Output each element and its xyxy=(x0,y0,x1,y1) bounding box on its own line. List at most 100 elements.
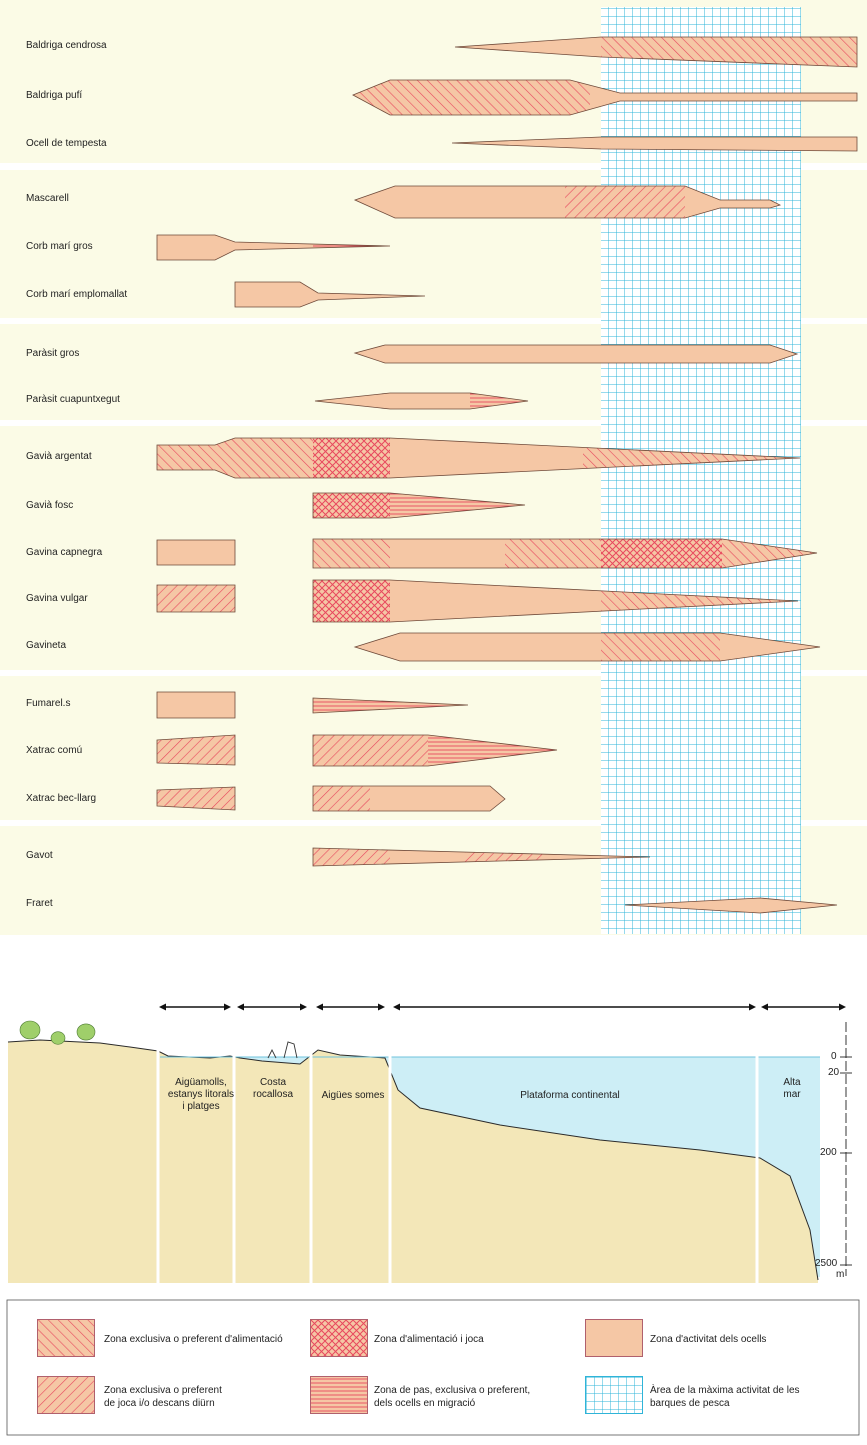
hatched-segments xyxy=(353,80,590,115)
species-label: Fraret xyxy=(26,898,53,909)
zone-outline xyxy=(314,392,529,410)
hatched-segments xyxy=(157,787,235,810)
zone-outline xyxy=(156,437,801,479)
legend-swatch-feeding xyxy=(37,1319,95,1357)
swatch-fill xyxy=(311,1320,367,1356)
zone-outline xyxy=(353,344,799,364)
range-mascarell xyxy=(353,185,782,219)
hatched-segment xyxy=(313,580,390,622)
species-label: Paràsit cuapuntxegut xyxy=(26,394,120,405)
legend-text-feeding: Zona exclusiva o preferent d'alimentació xyxy=(104,1334,283,1345)
zone-outline xyxy=(451,136,858,152)
zone-outline xyxy=(234,281,426,308)
zone-outline xyxy=(312,785,506,812)
zone-label-alta-mar: Alta mar xyxy=(770,1077,814,1101)
activity-zone xyxy=(625,898,837,913)
zone-separator xyxy=(232,1000,236,1285)
species-label: Gavià argentat xyxy=(26,451,92,462)
zone-range-arrow xyxy=(316,1003,385,1011)
arrow-head xyxy=(393,1003,400,1011)
hatched-segment xyxy=(601,539,722,568)
activity-zone xyxy=(157,235,390,260)
hatched-segment xyxy=(313,786,370,811)
range-baldriga-pufi xyxy=(352,79,858,116)
hatched-segment xyxy=(313,848,390,866)
hatched-segments xyxy=(157,585,235,612)
swatch-fill xyxy=(586,1377,642,1413)
legend-swatch-feeding-rest xyxy=(310,1319,368,1357)
activity-zone xyxy=(313,580,798,622)
swatch-fill xyxy=(38,1377,94,1413)
depth-tick-0: 0 xyxy=(831,1051,837,1062)
legend-text-line: dels ocells en migració xyxy=(374,1398,476,1409)
species-label: Gavina capnegra xyxy=(26,547,103,558)
zone-outline xyxy=(156,234,391,261)
species-label: Mascarell xyxy=(26,193,69,204)
range-fraret xyxy=(624,897,838,914)
arrow-head xyxy=(300,1003,307,1011)
zone-label-aigues-somes: Aigües somes xyxy=(321,1090,385,1101)
legend-text-feeding-rest: Zona d'alimentació i joca xyxy=(374,1334,484,1345)
zone-separator xyxy=(388,1000,392,1285)
zone-outline xyxy=(454,36,858,68)
range-xatrac-comu-coast xyxy=(156,734,236,766)
zone-outline xyxy=(312,538,818,569)
hatched-segments xyxy=(601,633,720,661)
zone-outline xyxy=(624,897,838,914)
species-label: Corb marí gros xyxy=(26,241,93,252)
hatched-segment xyxy=(313,539,390,568)
arrow-head xyxy=(839,1003,846,1011)
hatched-segments xyxy=(565,186,685,218)
zone-label-line: Alta xyxy=(783,1077,801,1088)
legend-swatch-activity xyxy=(585,1319,643,1357)
swatch-fill xyxy=(311,1377,367,1413)
arrow-head xyxy=(224,1003,231,1011)
zone-outline xyxy=(312,697,469,714)
legend-text-line: Àrea de la màxima activitat de les xyxy=(650,1385,800,1396)
zone-outline xyxy=(156,539,236,566)
depth-tick-200: 200 xyxy=(820,1147,837,1158)
zone-range-arrow xyxy=(761,1003,846,1011)
range-parasit-gros xyxy=(353,344,799,364)
zone-label-line: rocallosa xyxy=(252,1089,294,1100)
depth-tick-20: 20 xyxy=(828,1067,840,1078)
arrow-head xyxy=(749,1003,756,1011)
seabed-land xyxy=(8,1040,818,1283)
species-label: Corb marí emplomallat xyxy=(26,289,128,300)
zone-outline xyxy=(353,632,821,662)
legend-text-line: barques de pesca xyxy=(650,1398,730,1409)
zone-outline xyxy=(156,786,236,811)
zone-range-arrow xyxy=(159,1003,231,1011)
zone-outline xyxy=(156,734,236,766)
range-xatrac-bec-llarg-coast xyxy=(156,786,236,811)
species-label: Baldriga cendrosa xyxy=(26,40,107,51)
zone-label-line: Aigüamolls, xyxy=(175,1077,227,1088)
legend-text-rest: Zona exclusiva o preferent de joca i/o d… xyxy=(104,1384,222,1410)
range-gavina-capnegra-coast xyxy=(156,539,236,566)
zone-outline xyxy=(312,579,799,623)
zone-label-line: Costa xyxy=(259,1077,287,1088)
legend-text-line: Zona exclusiva o preferent xyxy=(104,1385,222,1396)
zone-label-line: i platges xyxy=(182,1101,220,1112)
range-xatrac-bec-llarg xyxy=(312,785,506,812)
zone-label-aiguamolls: Aigüamolls, estanys litorals i platges xyxy=(156,1077,246,1113)
hatched-segment xyxy=(601,633,720,661)
species-label: Paràsit gros xyxy=(26,348,80,359)
hatched-segment xyxy=(505,539,601,568)
hatched-segment xyxy=(313,735,428,766)
hatched-segment xyxy=(565,186,685,218)
hatched-segments xyxy=(313,786,370,811)
range-corb-mari-emplomallat xyxy=(234,281,426,308)
species-label: Gavot xyxy=(26,850,53,861)
tree-icon xyxy=(19,1020,41,1040)
zone-separator xyxy=(755,1000,759,1285)
hatched-segment xyxy=(313,493,390,518)
legend-text-line: de joca i/o descans diürn xyxy=(104,1398,215,1409)
hatched-segment xyxy=(157,735,235,765)
legend-text-line: Zona de pas, exclusiva o preferent, xyxy=(374,1385,531,1396)
hatched-segment xyxy=(313,438,390,478)
zone-label-line: mar xyxy=(783,1089,801,1100)
activity-zone xyxy=(355,345,797,363)
